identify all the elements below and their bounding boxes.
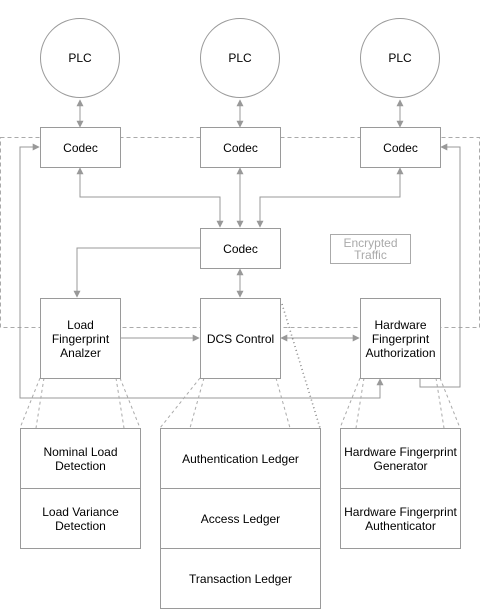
load-fingerprint-analyzer: Load Fingerprint Analzer: [40, 298, 121, 379]
codec-right-center-link: [256, 167, 404, 228]
codec-right: Codec: [360, 127, 441, 168]
codec-left: Codec: [40, 127, 121, 168]
dcs-callout-right-inner: [275, 377, 291, 429]
codec-left-center-link: [76, 167, 224, 228]
hardware-fingerprint-authenticator: Hardware Fingerprint Authenticator: [340, 488, 461, 549]
load-callout-left-inner: [35, 377, 45, 429]
hw-callout-left-inner: [355, 377, 365, 429]
load-callout-right: [119, 377, 141, 429]
access-ledger: Access Ledger: [160, 488, 321, 549]
plc-right: PLC: [360, 18, 440, 98]
hw-codec-loop: [419, 143, 461, 388]
dcs-callout-left: [159, 377, 201, 429]
hw-callout-left: [339, 377, 361, 429]
load-callout-right-inner: [115, 377, 125, 429]
transaction-ledger: Transaction Ledger: [160, 548, 321, 609]
hw-callout-right-inner: [435, 377, 445, 429]
codec-center: Codec: [200, 228, 281, 269]
hardware-fingerprint-authorization: Hardware Fingerprint Authorization: [360, 298, 441, 379]
codec-load-link: [73, 247, 200, 298]
hardware-fingerprint-generator: Hardware Fingerprint Generator: [340, 428, 461, 489]
authentication-ledger: Authentication Ledger: [160, 428, 321, 489]
load-callout-left: [19, 377, 41, 429]
load-codec-loop: [19, 143, 40, 399]
load-hw-bottom-link: [20, 378, 384, 399]
load-variance-detection: Load Variance Detection: [20, 488, 141, 549]
dcs-callout-right: [281, 303, 321, 429]
dcs-callout-left-inner: [189, 377, 205, 429]
codec-mid: Codec: [200, 127, 281, 168]
nominal-load-detection: Nominal Load Detection: [20, 428, 141, 489]
dcs-control: DCS Control: [200, 298, 281, 379]
hw-callout-right: [439, 377, 461, 429]
plc-left: PLC: [40, 18, 120, 98]
plc-mid: PLC: [200, 18, 280, 98]
encrypted-traffic-label: Encrypted Traffic: [330, 234, 411, 264]
